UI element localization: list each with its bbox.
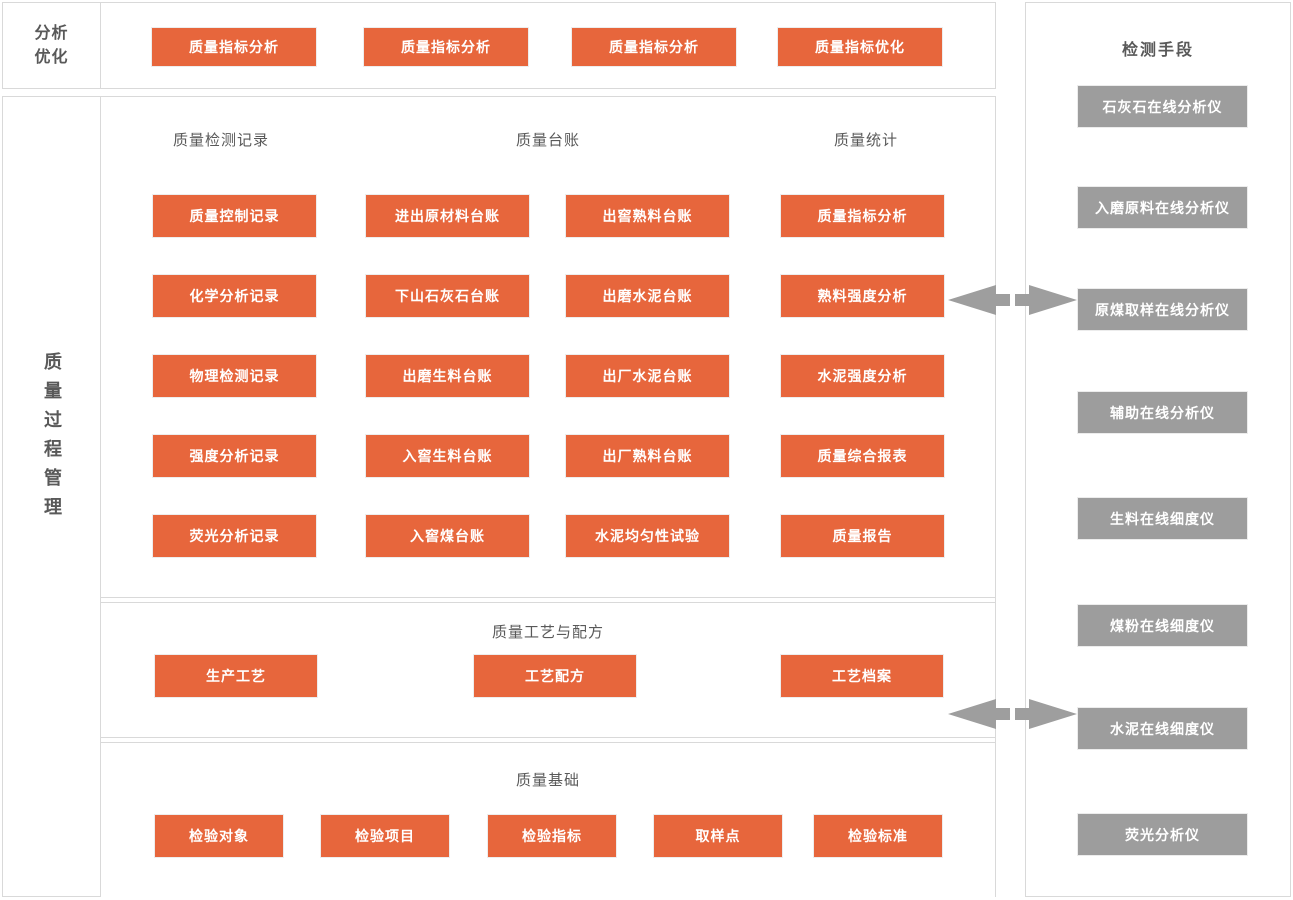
double-arrow-icon	[948, 285, 1077, 315]
detection-methods-title: 检测手段	[1121, 42, 1194, 59]
analysis-optimization-section: 分析 优化 质量指标分析 质量指标分析 质量指标分析 质量指标优化	[2, 2, 996, 89]
inspection-object-button[interactable]: 检验对象	[154, 814, 284, 858]
coal-powder-online-fineness-meter-button[interactable]: 煤粉在线细度仪	[1077, 604, 1248, 647]
quality-indicator-analysis-button-3[interactable]: 质量指标分析	[571, 27, 737, 67]
limestone-downhill-ledger-button[interactable]: 下山石灰石台账	[365, 274, 530, 318]
inspection-item-button[interactable]: 检验项目	[320, 814, 450, 858]
quality-indicator-analysis-button-2[interactable]: 质量指标分析	[363, 27, 529, 67]
double-arrow-icon	[948, 699, 1077, 729]
process-archive-button[interactable]: 工艺档案	[780, 654, 944, 698]
analysis-optimization-label-cell: 分析 优化	[3, 3, 101, 88]
raw-material-in-out-ledger-button[interactable]: 进出原材料台账	[365, 194, 530, 238]
sampling-point-button[interactable]: 取样点	[653, 814, 783, 858]
quality-indicator-analysis-button-1[interactable]: 质量指标分析	[151, 27, 317, 67]
physical-test-record-button[interactable]: 物理检测记录	[152, 354, 317, 398]
kiln-feed-raw-meal-ledger-button[interactable]: 入窖生料台账	[365, 434, 530, 478]
limestone-online-analyzer-button[interactable]: 石灰石在线分析仪	[1077, 85, 1248, 128]
cement-strength-analysis-button[interactable]: 水泥强度分析	[780, 354, 945, 398]
mill-feed-raw-material-online-analyzer-button[interactable]: 入磨原料在线分析仪	[1077, 186, 1248, 229]
cement-shipment-ledger-button[interactable]: 出厂水泥台账	[565, 354, 730, 398]
raw-meal-mill-outlet-ledger-button[interactable]: 出磨生料台账	[365, 354, 530, 398]
clinker-shipment-ledger-button[interactable]: 出厂熟料台账	[565, 434, 730, 478]
kiln-clinker-out-ledger-button[interactable]: 出窖熟料台账	[565, 194, 730, 238]
quality-comprehensive-report-button[interactable]: 质量综合报表	[780, 434, 945, 478]
quality-process-label-cell	[3, 97, 101, 896]
clinker-strength-analysis-button[interactable]: 熟料强度分析	[780, 274, 945, 318]
strength-analysis-record-button[interactable]: 强度分析记录	[152, 434, 317, 478]
analysis-optimization-label: 分析 优化	[34, 24, 69, 66]
cement-mill-outlet-ledger-button[interactable]: 出磨水泥台账	[565, 274, 730, 318]
quality-records-section: 质量检测记录 质量台账 质量统计 质量控制记录 化学分析记录 物理检测记录 强度…	[101, 97, 995, 598]
quality-report-button[interactable]: 质量报告	[780, 514, 945, 558]
quality-basics-header: 质量基础	[515, 772, 581, 789]
kiln-coal-ledger-button[interactable]: 入窖煤台账	[365, 514, 530, 558]
quality-indicator-analysis-stat-button[interactable]: 质量指标分析	[780, 194, 945, 238]
raw-coal-sampling-online-analyzer-button[interactable]: 原煤取样在线分析仪	[1077, 288, 1248, 331]
statistics-column-header: 质量统计	[833, 132, 899, 149]
process-formula-header: 质量工艺与配方	[491, 624, 605, 641]
fluorescence-analysis-record-button[interactable]: 荧光分析记录	[152, 514, 317, 558]
detection-methods-panel: 检测手段 石灰石在线分析仪 入磨原料在线分析仪 原煤取样在线分析仪 辅助在线分析…	[1025, 2, 1291, 897]
quality-indicator-optimization-button[interactable]: 质量指标优化	[777, 27, 943, 67]
production-process-button[interactable]: 生产工艺	[154, 654, 318, 698]
quality-process-management-section: 质量过程管理 质量检测记录 质量台账 质量统计 质量控制记录 化学分析记录 物理…	[2, 96, 996, 897]
inspection-standard-button[interactable]: 检验标准	[813, 814, 943, 858]
fluorescence-analyzer-button[interactable]: 荧光分析仪	[1077, 813, 1248, 856]
quality-process-label: 质量过程管理	[42, 352, 62, 526]
cement-uniformity-test-button[interactable]: 水泥均匀性试验	[565, 514, 730, 558]
process-formula-section: 质量工艺与配方 生产工艺 工艺配方 工艺档案	[101, 602, 995, 738]
process-formula-button[interactable]: 工艺配方	[473, 654, 637, 698]
records-column-header: 质量检测记录	[172, 132, 270, 149]
cement-online-fineness-meter-button[interactable]: 水泥在线细度仪	[1077, 707, 1248, 750]
raw-meal-online-fineness-meter-button[interactable]: 生料在线细度仪	[1077, 497, 1248, 540]
chemical-analysis-record-button[interactable]: 化学分析记录	[152, 274, 317, 318]
quality-process-label-wrap: 质量过程管理	[3, 352, 101, 526]
inspection-indicator-button[interactable]: 检验指标	[487, 814, 617, 858]
quality-basics-section: 质量基础 检验对象 检验项目 检验指标 取样点 检验标准	[101, 742, 995, 897]
auxiliary-online-analyzer-button[interactable]: 辅助在线分析仪	[1077, 391, 1248, 434]
quality-control-record-button[interactable]: 质量控制记录	[152, 194, 317, 238]
ledger-column-header: 质量台账	[515, 132, 581, 149]
